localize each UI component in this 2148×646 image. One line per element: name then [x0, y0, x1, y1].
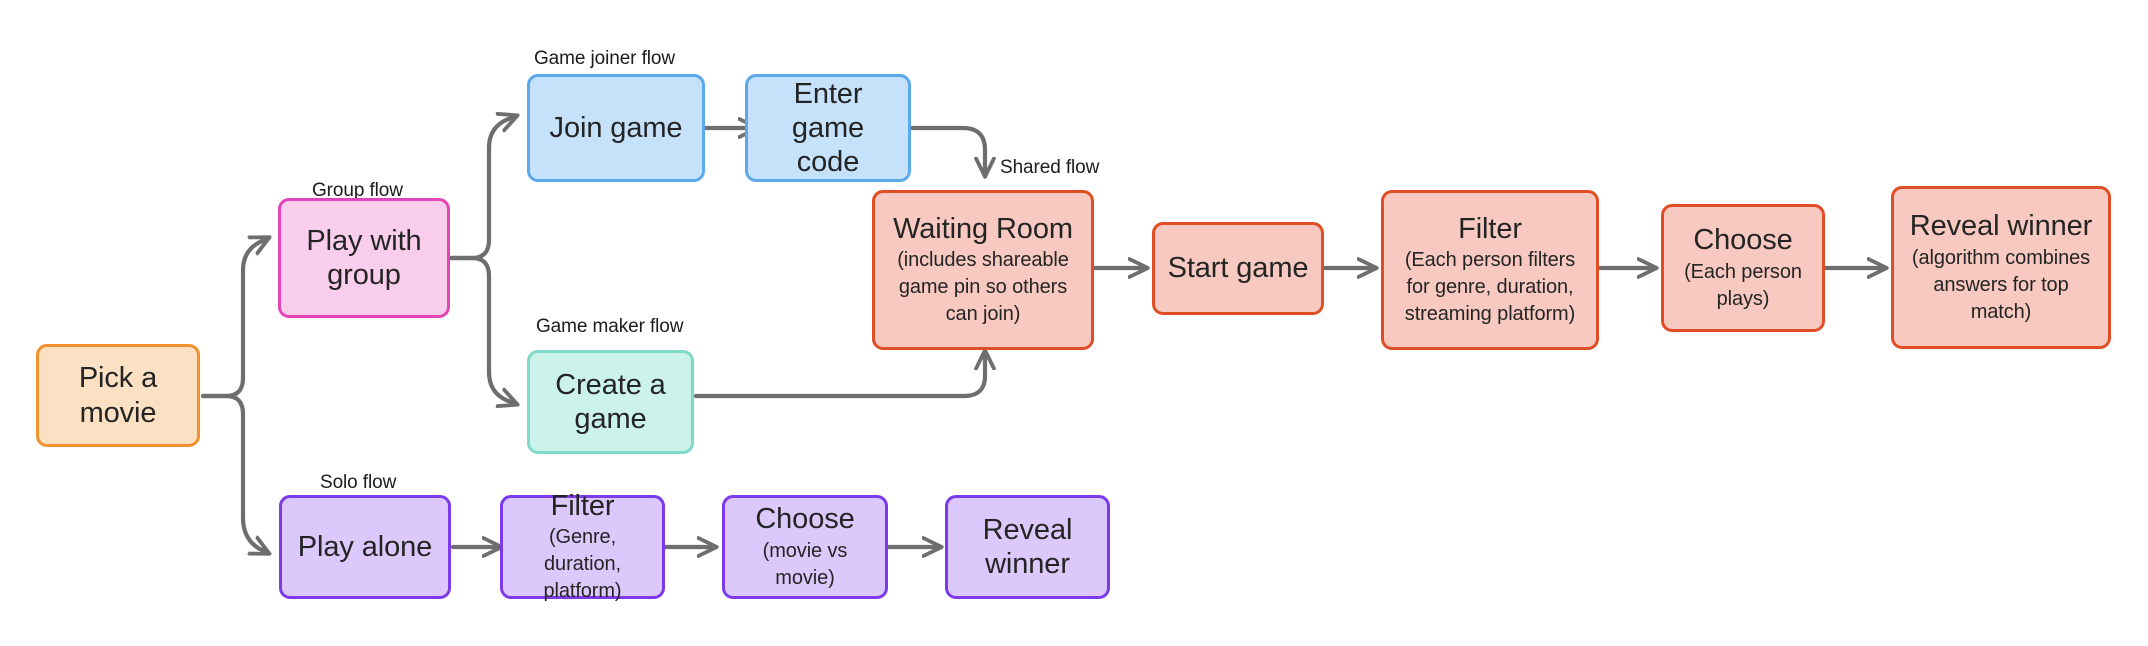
- node-group-filter[interactable]: Filter (Each person filters for genre, d…: [1381, 190, 1599, 350]
- edge-code-to-waiting: [909, 125, 985, 175]
- edge-create-to-waiting: [693, 352, 985, 399]
- node-enter-game-code[interactable]: Enter game code: [745, 74, 911, 182]
- node-title: Reveal winner: [982, 513, 1073, 580]
- node-subtitle: (Each person plays): [1684, 260, 1802, 310]
- node-title: Filter: [1458, 212, 1522, 245]
- node-solo-filter[interactable]: Filter (Genre, duration, platform): [500, 490, 665, 602]
- node-join-game[interactable]: Join game: [527, 74, 705, 182]
- node-title: Play with group: [306, 224, 422, 291]
- flow-label-solo-flow: Solo flow: [320, 472, 397, 493]
- node-title: Choose: [1693, 224, 1793, 257]
- node-solo-reveal-winner[interactable]: Reveal winner: [945, 495, 1110, 599]
- node-title: Reveal winner: [1909, 210, 2093, 243]
- node-waiting-room[interactable]: Waiting Room (includes shareable game pi…: [872, 190, 1094, 350]
- flow-label-game-joiner-flow: Game joiner flow: [534, 48, 675, 69]
- node-start-game[interactable]: Start game: [1152, 222, 1324, 315]
- node-title: Create a game: [555, 368, 666, 435]
- node-subtitle: (algorithm combines answers for top matc…: [1911, 246, 2091, 323]
- flow-label-shared-flow: Shared flow: [1000, 157, 1100, 178]
- edge-pick-to-solo: [200, 393, 268, 553]
- edge-pick-to-group: [200, 238, 268, 399]
- node-subtitle: (movie vs movie): [762, 539, 848, 589]
- node-create-a-game[interactable]: Create a game: [527, 350, 694, 454]
- node-subtitle: (Each person filters for genre, duration…: [1404, 249, 1576, 326]
- node-title: Filter: [550, 489, 615, 522]
- node-title: Waiting Room: [893, 212, 1073, 245]
- node-pick-a-movie[interactable]: Pick a movie: [36, 344, 200, 447]
- node-group-choose[interactable]: Choose (Each person plays): [1661, 204, 1825, 332]
- node-title: Choose: [755, 503, 855, 536]
- node-play-alone[interactable]: Play alone: [279, 495, 451, 599]
- flow-label-game-maker-flow: Game maker flow: [536, 316, 684, 337]
- node-subtitle: (includes shareable game pin so others c…: [897, 249, 1069, 326]
- node-title: Start game: [1167, 252, 1309, 285]
- node-title: Enter game code: [791, 77, 865, 179]
- node-play-with-group[interactable]: Play with group: [278, 198, 450, 318]
- node-title: Join game: [549, 111, 683, 144]
- edge-group-to-join: [448, 116, 516, 261]
- node-title: Play alone: [297, 530, 433, 563]
- node-subtitle: (Genre, duration, platform): [543, 526, 622, 603]
- node-group-reveal-winner[interactable]: Reveal winner (algorithm combines answer…: [1891, 186, 2111, 349]
- node-solo-choose[interactable]: Choose (movie vs movie): [722, 495, 888, 599]
- flow-label-group-flow: Group flow: [312, 180, 403, 201]
- edge-group-to-create: [448, 255, 516, 404]
- node-title: Pick a movie: [78, 362, 158, 429]
